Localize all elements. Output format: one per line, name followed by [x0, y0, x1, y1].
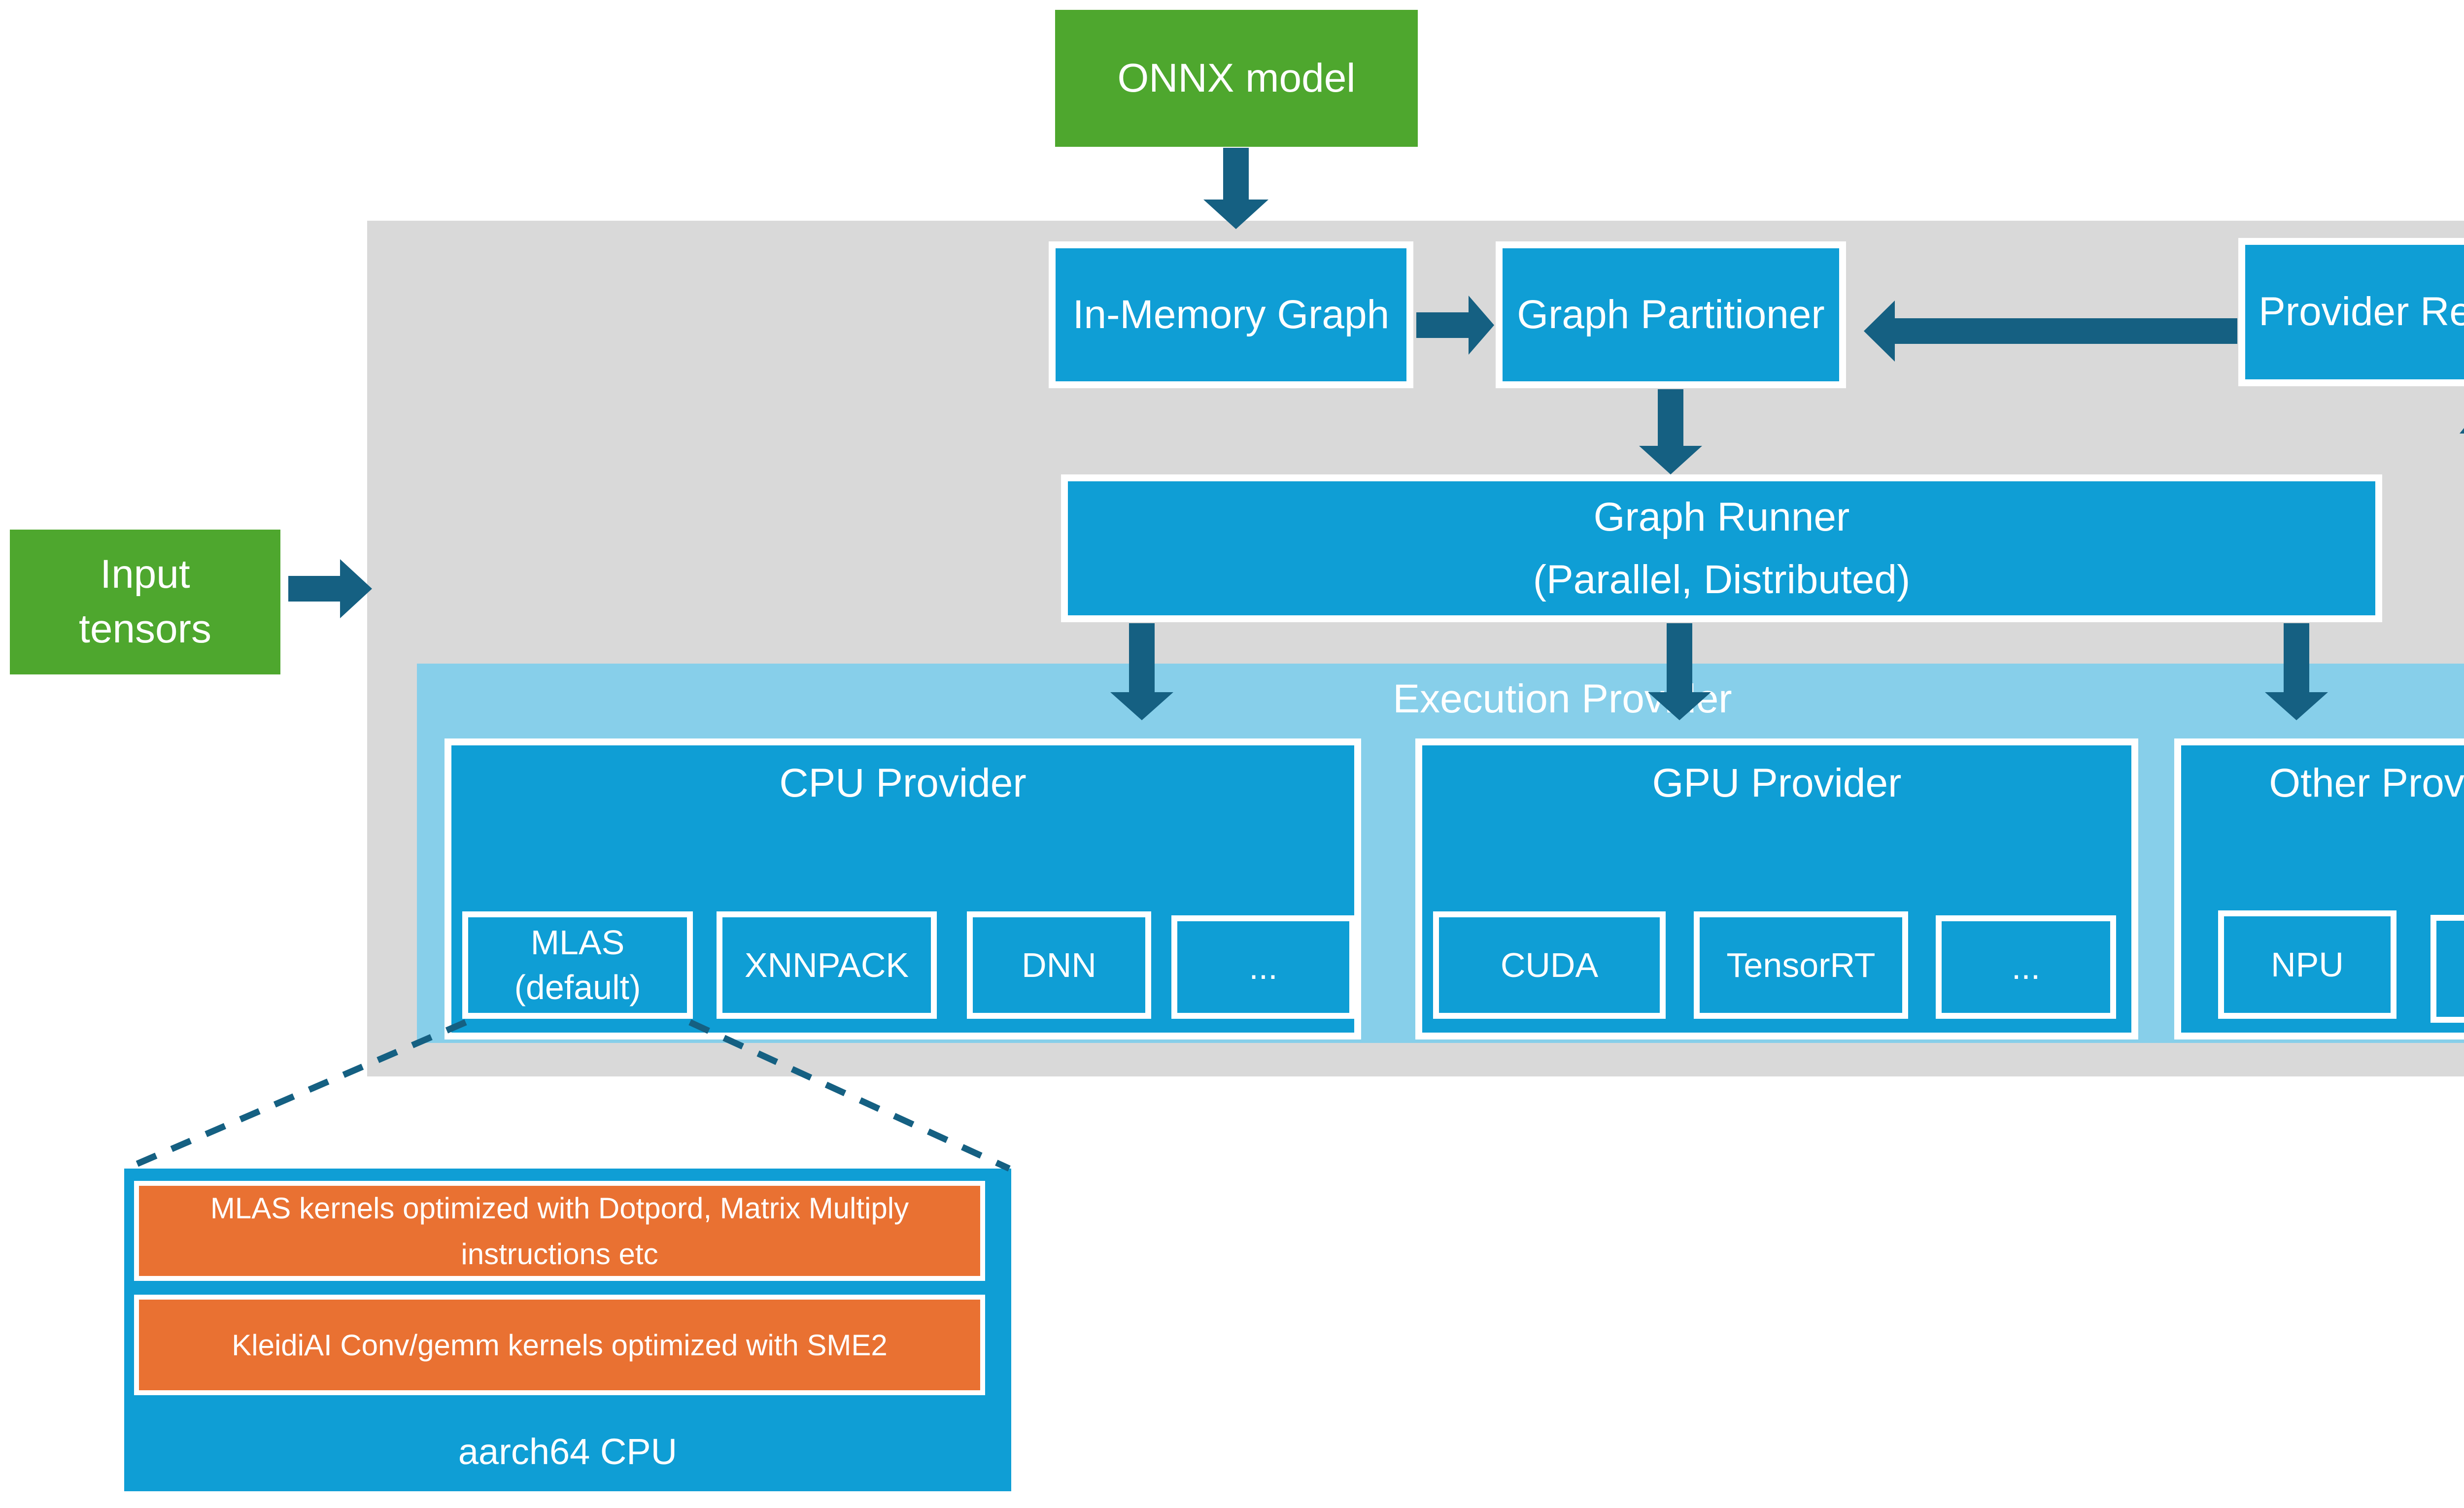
graph-runner-title: Graph Runner: [1593, 494, 1850, 539]
graph-runner-subtitle: (Parallel, Distributed): [1533, 557, 1911, 602]
onnx-model-box: ONNX model: [1055, 10, 1418, 147]
other-item-npu-box: NPU: [2218, 910, 2396, 1019]
cpu-item-mlas-box: MLAS (default): [462, 911, 693, 1019]
graph-partitioner-box: Graph Partitioner: [1496, 241, 1846, 388]
other-item-more-box: ...: [2430, 915, 2464, 1023]
cpu-item-xnnpack-box: XNNPACK: [717, 911, 937, 1019]
in-memory-graph-box: In-Memory Graph: [1049, 241, 1413, 388]
kleidiai-kernels-box: KleidiAI Conv/gemm kernels optimized wit…: [134, 1295, 985, 1395]
gpu-item-cuda-box: CUDA: [1433, 911, 1666, 1019]
cpu-item-more-box: ...: [1171, 915, 1355, 1019]
aarch64-cpu-label: aarch64 CPU: [458, 1431, 678, 1472]
other-providers-title: Other Providers: [2269, 761, 2464, 805]
arrow-input-to-runtime: [288, 559, 372, 618]
graph-runner-box: Graph Runner (Parallel, Distributed): [1061, 474, 2382, 622]
gpu-provider-title: GPU Provider: [1652, 761, 1902, 805]
mlas-kernels-box: MLAS kernels optimized with Dotpord, Mat…: [134, 1181, 985, 1281]
provider-registry-box: Provider Registry: [2238, 238, 2464, 386]
cpu-provider-title: CPU Provider: [779, 761, 1027, 805]
cpu-item-dnn-box: DNN: [967, 911, 1151, 1019]
arrow-onnx-to-runtime: [1203, 148, 1268, 229]
aarch64-cpu-box: MLAS kernels optimized with Dotpord, Mat…: [124, 1169, 1011, 1491]
input-tensors-box: Input tensors: [10, 530, 280, 674]
execution-provider-label: Execution Provider: [1393, 676, 1732, 721]
gpu-item-more-box: ...: [1936, 915, 2116, 1019]
gpu-item-tensorrt-box: TensorRT: [1694, 911, 1908, 1019]
